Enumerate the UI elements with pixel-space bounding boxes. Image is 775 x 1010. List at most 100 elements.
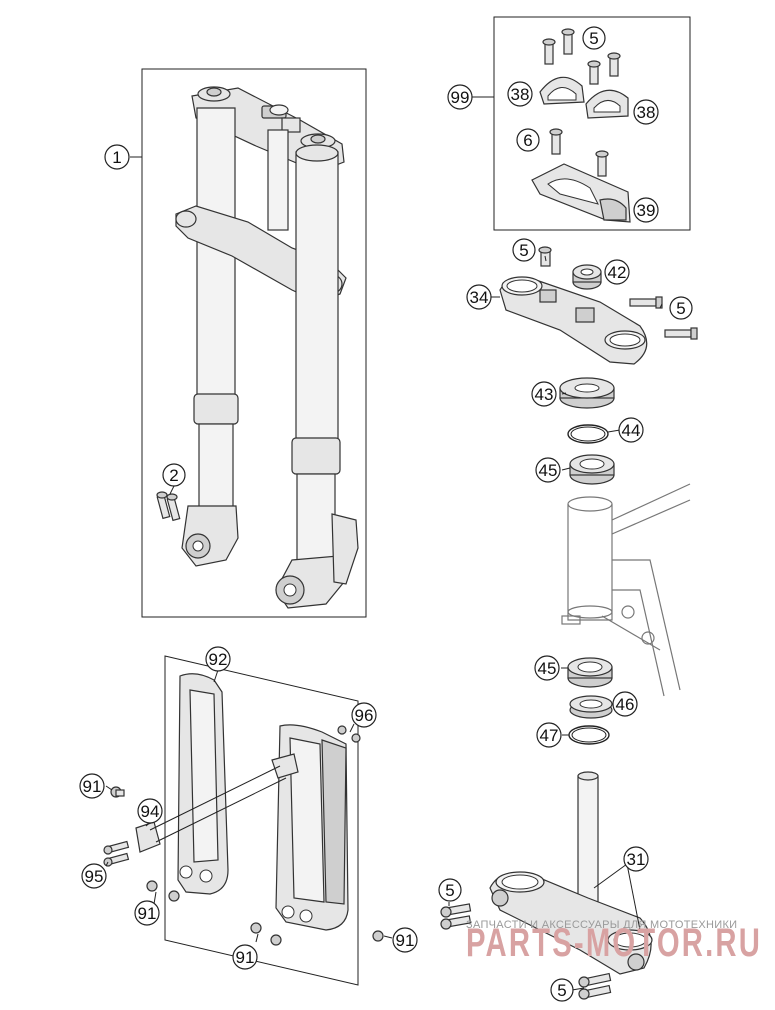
callout-label: 91: [396, 931, 415, 950]
fork-assembly-frame: [141, 68, 367, 618]
callout-43: 43: [531, 381, 557, 407]
callout-39: 39: [633, 197, 659, 223]
callout-circle: [104, 144, 130, 170]
callout-2: 2: [162, 463, 186, 487]
bearing-stack-upper: [559, 377, 615, 485]
callout-99: 99: [447, 84, 473, 110]
callout-91d: 91: [392, 927, 418, 953]
callout-label: 2: [169, 466, 178, 485]
callout-label: 96: [355, 706, 374, 725]
upper-triple-clamp-34: [499, 246, 698, 365]
leader-lines: [105, 96, 663, 991]
callout-circle: [536, 722, 562, 748]
callout-label: 5: [557, 981, 566, 1000]
callout-94: 94: [137, 798, 163, 824]
callout-label: 44: [622, 421, 641, 440]
watermark-tagline: ЗАПЧАСТИ И АКСЕССУАРЫ ДЛЯ МОТОТЕХНИКИ: [466, 919, 737, 931]
callout-label: 42: [608, 263, 627, 282]
callout-6: 6: [516, 128, 540, 152]
callout-5e: 5: [550, 978, 574, 1002]
bolt-pair-2: [156, 491, 181, 522]
callout-45a: 45: [535, 457, 561, 483]
handlebar-clamp-drawing: [531, 28, 631, 223]
lower-triple-clamp-31: [440, 771, 653, 1000]
callout-91b: 91: [134, 900, 160, 926]
callout-96: 96: [351, 702, 377, 728]
callout-circle: [438, 878, 462, 902]
callout-circle: [162, 463, 186, 487]
callout-44: 44: [618, 417, 644, 443]
callout-label: 5: [676, 299, 685, 318]
callout-circle: [232, 944, 258, 970]
callout-circle: [535, 457, 561, 483]
fork-assembly-drawing: [175, 86, 359, 609]
callout-92: 92: [205, 646, 231, 672]
callout-circle: [550, 978, 574, 1002]
callout-label: 5: [589, 29, 598, 48]
callout-label: 47: [540, 726, 559, 745]
callout-circle: [633, 197, 659, 223]
callout-circle: [466, 284, 492, 310]
callout-circle: [612, 691, 638, 717]
callout-label: 1: [112, 148, 121, 167]
callout-42: 42: [604, 259, 630, 285]
callout-circle: [137, 798, 163, 824]
callout-5c: 5: [669, 296, 693, 320]
callout-label: 99: [451, 88, 470, 107]
watermark-brand: PARTS-MOTOR.RU: [466, 921, 762, 965]
callout-5b: 5: [512, 238, 536, 262]
callout-label: 43: [535, 385, 554, 404]
callout-circle: [351, 702, 377, 728]
callout-circle: [669, 296, 693, 320]
callout-circle: [633, 99, 659, 125]
frame-head-tube-ghost: [561, 483, 691, 697]
callout-label: 91: [236, 948, 255, 967]
callout-label: 94: [141, 802, 160, 821]
callout-circle: [623, 846, 649, 872]
callout-label: 46: [616, 695, 635, 714]
callout-circle: [531, 381, 557, 407]
callout-circle: [534, 655, 560, 681]
callout-circle: [392, 927, 418, 953]
callout-circle: [516, 128, 540, 152]
callout-label: 39: [637, 201, 656, 220]
callout-95: 95: [81, 863, 107, 889]
callout-1: 1: [104, 144, 130, 170]
callout-circle: [79, 773, 105, 799]
callout-34: 34: [466, 284, 492, 310]
callout-label: 92: [209, 650, 228, 669]
callout-38b: 38: [633, 99, 659, 125]
callout-label: 91: [138, 904, 157, 923]
callout-5d: 5: [438, 878, 462, 902]
callout-label: 34: [470, 288, 489, 307]
callout-circle: [134, 900, 160, 926]
callout-46: 46: [612, 691, 638, 717]
callout-label: 38: [637, 103, 656, 122]
callout-label: 5: [445, 881, 454, 900]
callout-circle: [447, 84, 473, 110]
callout-circle: [618, 417, 644, 443]
callout-31: 31: [623, 846, 649, 872]
callout-label: 5: [519, 241, 528, 260]
callout-91c: 91: [232, 944, 258, 970]
callout-circle: [512, 238, 536, 262]
handlebar-clamp-frame: [493, 16, 691, 231]
callout-label: 31: [627, 850, 646, 869]
callout-label: 45: [538, 659, 557, 678]
callout-label: 91: [83, 777, 102, 796]
callout-45b: 45: [534, 655, 560, 681]
bearing-stack-lower: [567, 657, 613, 745]
callout-circle: [205, 646, 231, 672]
fork-guards-drawing: [103, 673, 384, 946]
callout-91a: 91: [79, 773, 105, 799]
callout-label: 45: [539, 461, 558, 480]
callout-label: 95: [85, 867, 104, 886]
fork-guard-frame: [164, 655, 359, 986]
callout-circle: [582, 26, 606, 50]
callout-circle: [604, 259, 630, 285]
callout-label: 38: [511, 85, 530, 104]
callout-circle: [507, 81, 533, 107]
callout-38a: 38: [507, 81, 533, 107]
callout-label: 6: [523, 131, 532, 150]
